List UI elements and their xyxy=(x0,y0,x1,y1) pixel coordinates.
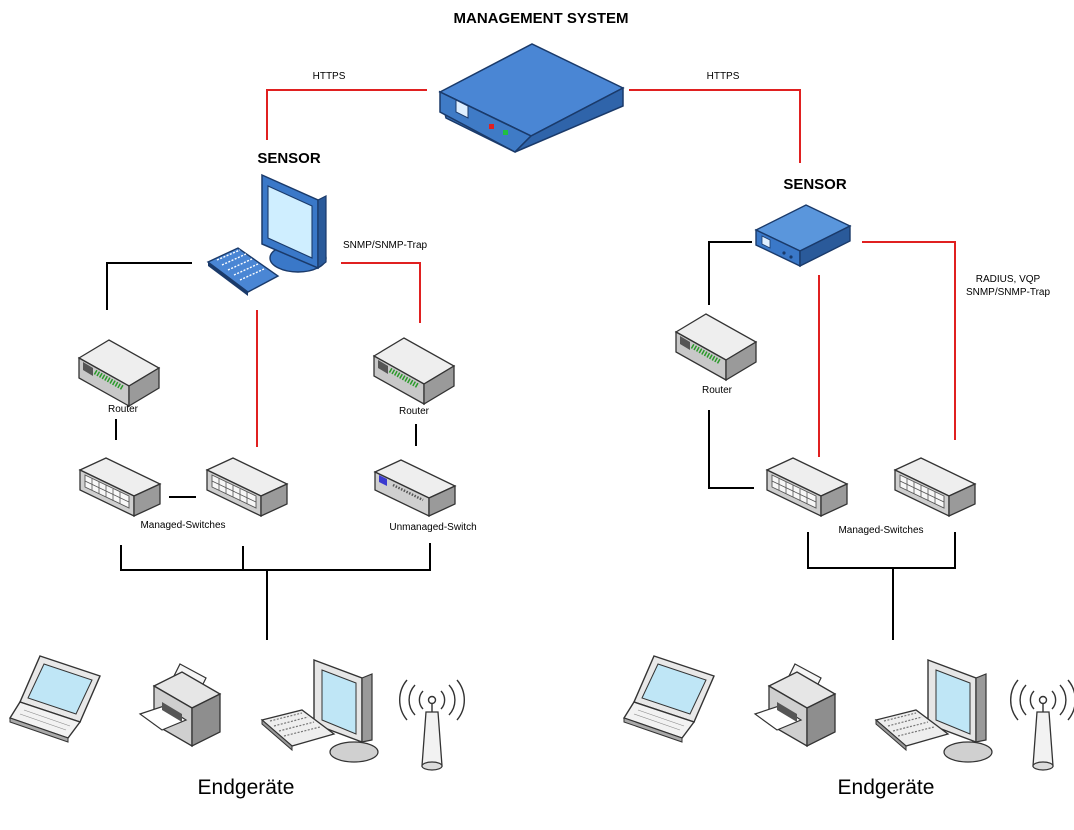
https-label-right: HTTPS xyxy=(706,71,740,82)
https-label-left: HTTPS xyxy=(312,71,346,82)
radius-label-line1: RADIUS, VQP xyxy=(975,274,1041,285)
bus-endpoints-left xyxy=(120,543,431,640)
managed-switch-left-1-icon xyxy=(79,457,161,517)
radius-label-line2: SNMP/SNMP-Trap xyxy=(965,287,1051,298)
router-left-1-icon xyxy=(79,340,159,406)
unmanaged-switch-label: Unmanaged-Switch xyxy=(389,522,477,533)
link-sensor-left-router xyxy=(106,262,192,310)
link-radius-right xyxy=(862,241,956,440)
router-right-icon xyxy=(676,314,756,380)
sensor-right-title: SENSOR xyxy=(783,176,847,193)
endpoints-right-label: Endgeräte xyxy=(837,776,935,799)
access-point-right-icon xyxy=(1009,679,1074,771)
router-left-2-label: Router xyxy=(398,406,430,417)
access-point-left-icon xyxy=(398,679,466,771)
endpoints-left-label: Endgeräte xyxy=(197,776,295,799)
unmanaged-switch-icon xyxy=(373,458,457,518)
managed-switches-left-label: Managed-Switches xyxy=(140,520,226,531)
https-link-left xyxy=(266,89,427,140)
bus-endpoints-right xyxy=(807,532,956,640)
laptop-right-icon xyxy=(623,655,715,743)
managed-switch-left-2-icon xyxy=(206,457,288,517)
sensor-right-device-icon xyxy=(754,204,852,268)
router-left-1-label: Router xyxy=(107,404,139,415)
management-server-icon xyxy=(438,43,625,153)
printer-left-icon xyxy=(139,663,221,747)
managed-switches-right-label: Managed-Switches xyxy=(838,525,924,536)
managed-switch-right-2-icon xyxy=(894,457,976,517)
protocol-label-right: RADIUS, VQP SNMP/SNMP-Trap xyxy=(966,273,1050,299)
management-system-title: MANAGEMENT SYSTEM xyxy=(453,10,629,27)
printer-right-icon xyxy=(754,663,836,747)
sensor-left-title: SENSOR xyxy=(257,150,321,167)
https-link-right xyxy=(629,89,801,163)
laptop-left-icon xyxy=(9,655,101,743)
router-left-2-icon xyxy=(374,338,454,404)
link-sensor-right-router xyxy=(708,241,752,305)
snmp-label-left: SNMP/SNMP-Trap xyxy=(343,240,428,251)
link-router-switch-right xyxy=(708,410,754,489)
desktop-right-icon xyxy=(875,659,993,763)
managed-switch-right-1-icon xyxy=(766,457,848,517)
link-snmp-left xyxy=(341,262,421,323)
desktop-left-icon xyxy=(261,659,379,763)
router-right-label: Router xyxy=(701,385,733,396)
sensor-left-pc-icon xyxy=(206,173,327,296)
